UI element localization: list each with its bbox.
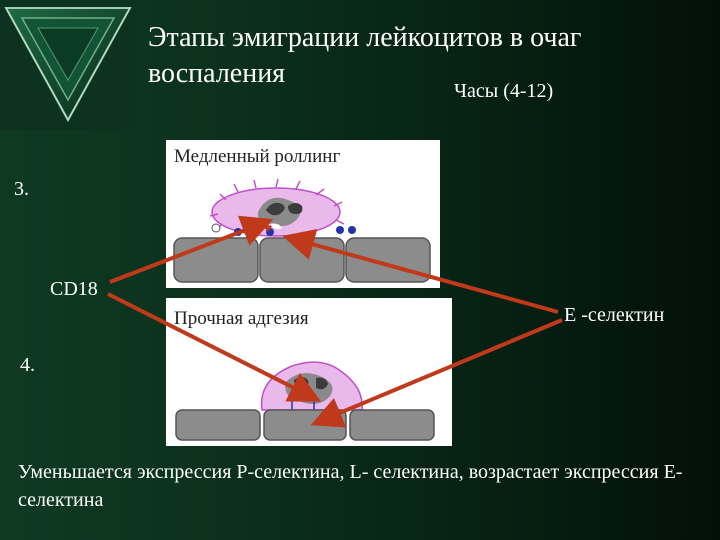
summary-text: Уменьшается экспрессия P-селектина, L- с… — [18, 461, 683, 511]
slide-title: Этапы эмиграции лейкоцитов в очаг воспал… — [148, 22, 582, 89]
triangle-logo-icon — [0, 0, 136, 130]
cd18-label: CD18 — [50, 278, 98, 300]
slow-rolling-title: Медленный роллинг — [174, 146, 341, 167]
step-4-label: 4. — [20, 354, 35, 376]
adherent-leukocyte — [260, 361, 363, 411]
slow-rolling-panel: Медленный роллинг — [166, 140, 440, 288]
rolling-leukocyte — [209, 178, 345, 237]
step-3-label: 3. — [14, 178, 29, 200]
firm-adhesion-panel: Прочная адгезия — [166, 298, 452, 446]
hours-label: Часы (4-12) — [454, 80, 554, 102]
slow-rolling-illustration — [173, 178, 431, 283]
e-selectin-label: E -селектин — [564, 304, 665, 326]
firm-adhesion-illustration — [175, 361, 435, 441]
